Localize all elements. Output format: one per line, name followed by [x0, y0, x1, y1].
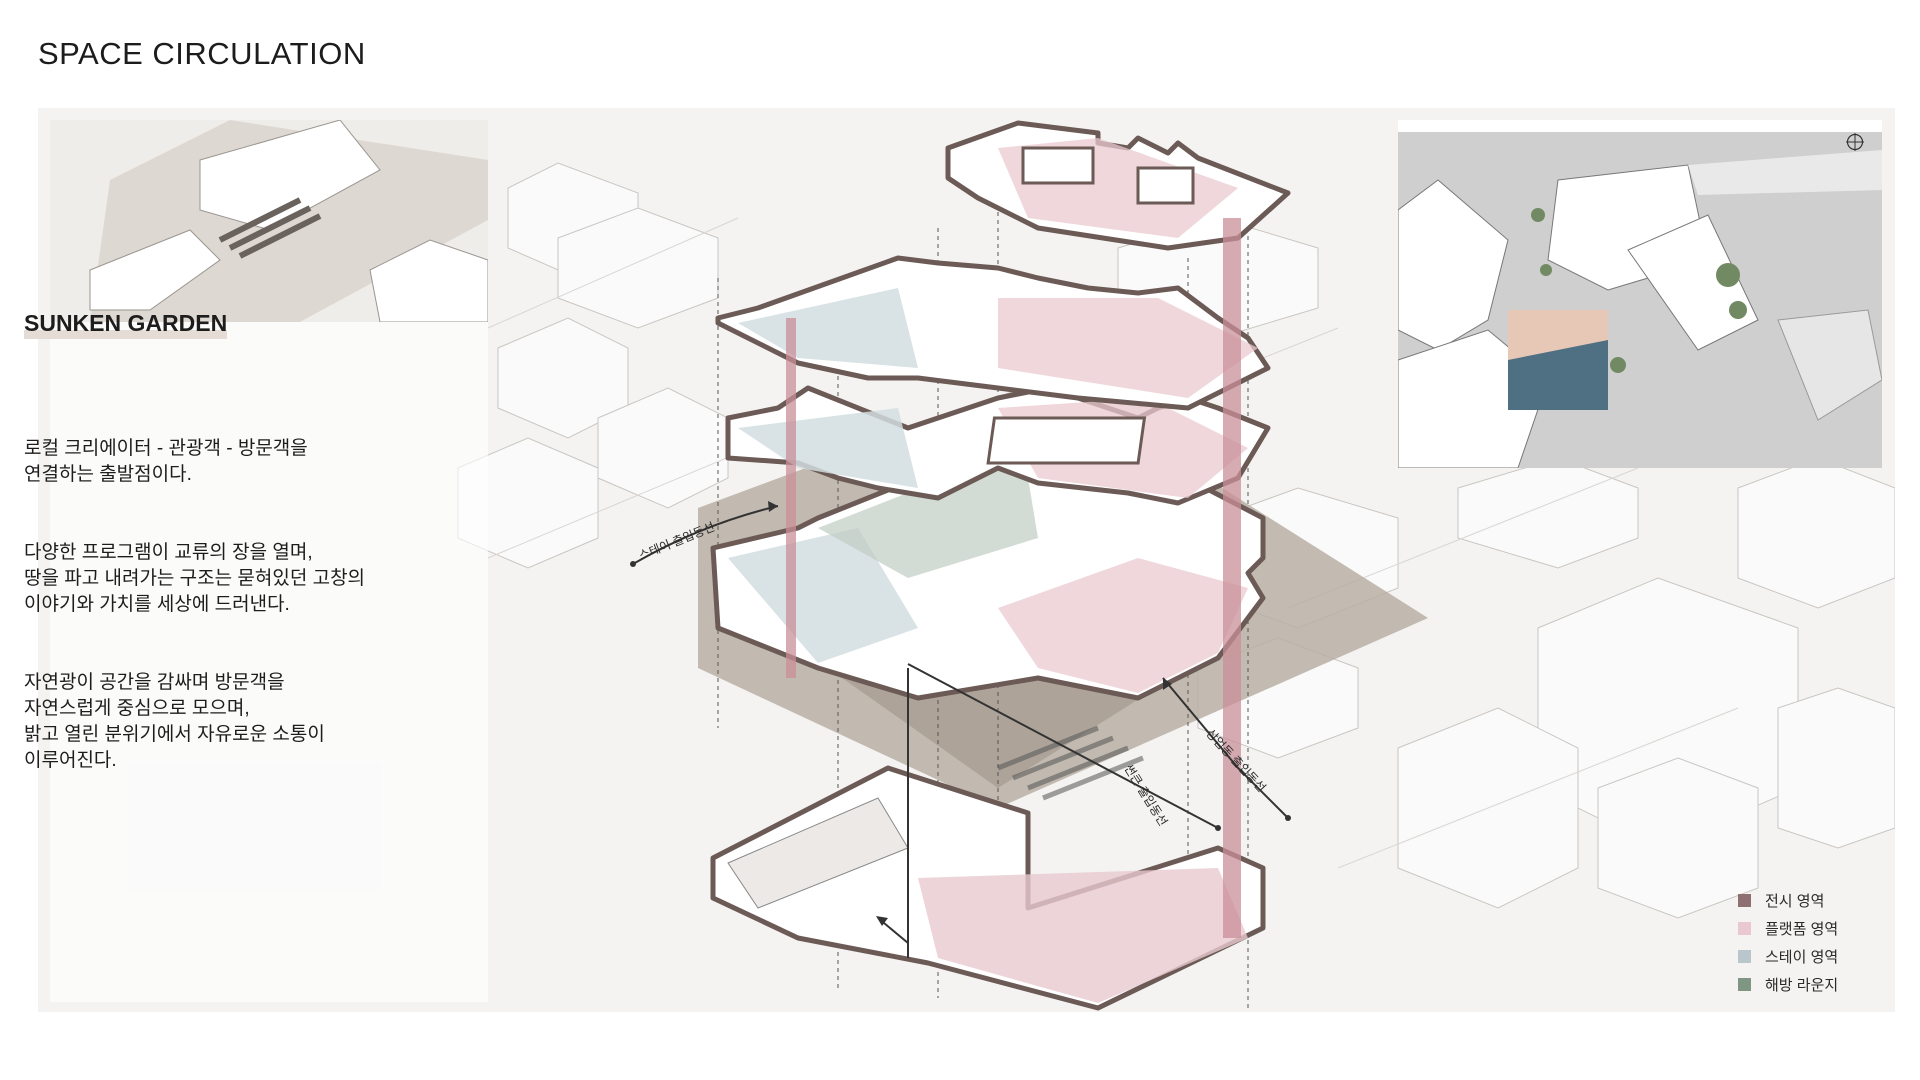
legend-item: 스테이 영역 [1738, 942, 1838, 970]
legend: 전시 영역 플랫폼 영역 스테이 영역 해방 라운지 [1738, 886, 1838, 998]
site-plan [1398, 120, 1882, 468]
legend-swatch [1738, 921, 1751, 935]
text-panel [50, 322, 488, 1002]
legend-swatch [1738, 977, 1751, 991]
page-title: SPACE CIRCULATION [38, 36, 366, 71]
section-heading: SUNKEN GARDEN [24, 310, 228, 339]
legend-label: 스테이 영역 [1765, 948, 1839, 966]
sunken-garden-image [50, 120, 488, 322]
context-buildings [457, 120, 1895, 1011]
legend-label: 플랫폼 영역 [1765, 920, 1839, 938]
legend-label: 해방 라운지 [1765, 976, 1839, 994]
legend-swatch [1738, 949, 1751, 963]
description-paragraph: 자연광이 공간을 감싸며 방문객을 자연스럽게 중심으로 모으며, 밝고 열린 … [24, 672, 325, 771]
diagram-board: 스테이 출입동선 썬큰 출입동선 상업동 출입동선 전시 영역 플랫폼 영역 스… [38, 108, 1895, 1012]
legend-label: 전시 영역 [1765, 892, 1825, 910]
legend-item: 플랫폼 영역 [1738, 914, 1838, 942]
legend-item: 해방 라운지 [1738, 970, 1838, 998]
description-paragraph: 다양한 프로그램이 교류의 장을 열며, 땅을 파고 내려가는 구조는 묻혀있던… [24, 542, 366, 615]
legend-swatch [1738, 893, 1751, 907]
compass-icon [1846, 133, 1864, 151]
legend-item: 전시 영역 [1738, 886, 1838, 914]
description-paragraph: 로컬 크리에이터 - 관광객 - 방문객을 연결하는 출발점이다. [24, 438, 308, 485]
